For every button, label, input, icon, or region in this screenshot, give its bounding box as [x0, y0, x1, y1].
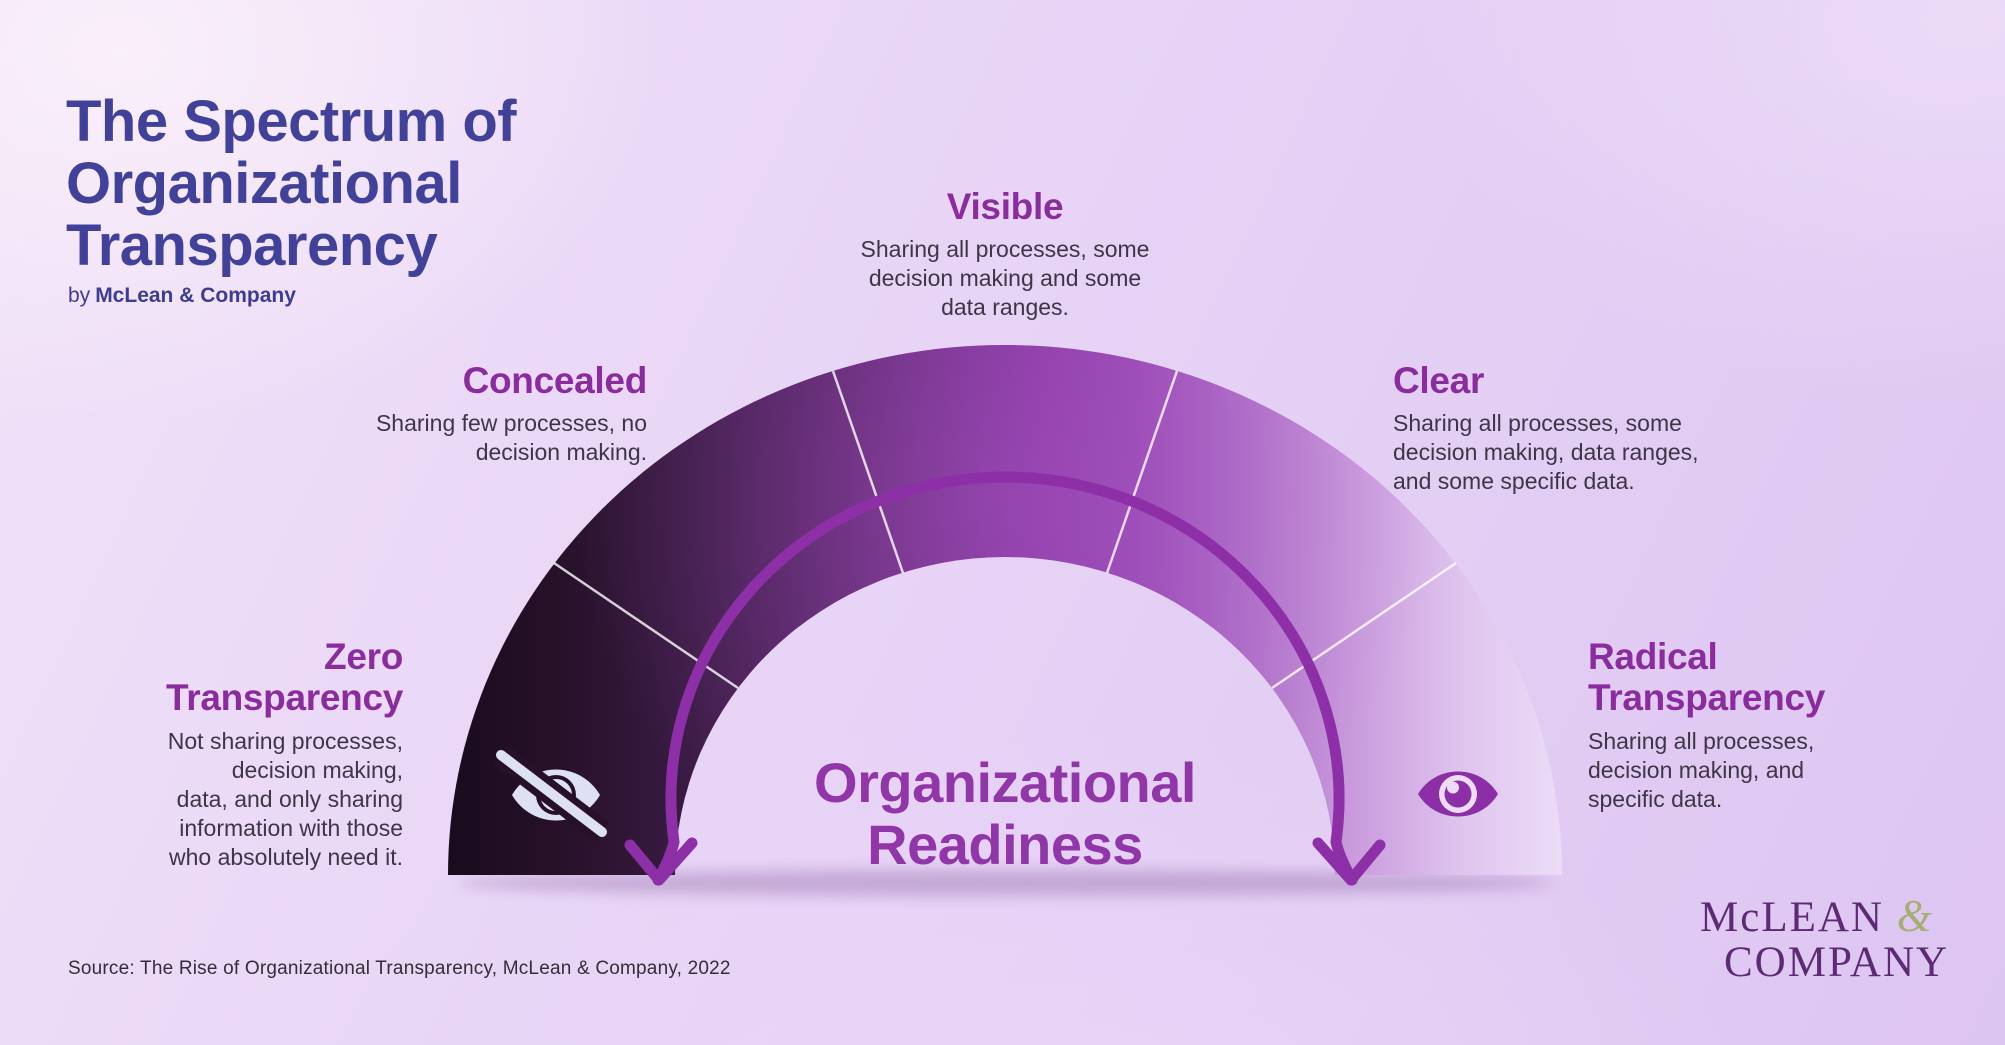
mclean-company-logo: McLEAN & COMPANY — [1700, 891, 1980, 986]
stage-clear-description: Sharing all processes, some decision mak… — [1393, 410, 1699, 495]
segment-divider — [1271, 561, 1457, 690]
gauge-ring-glow — [448, 345, 1562, 875]
logo-line1: McLEAN & — [1700, 891, 1980, 941]
gauge-shadow — [457, 870, 1553, 896]
stage-clear-label: Clear — [1393, 360, 1485, 401]
stage-radical-transparency-description: Sharing all processes, decision making, … — [1588, 727, 1815, 812]
byline-author: McLean & Company — [95, 284, 296, 307]
page-title: The Spectrum of Organizational Transpare… — [66, 88, 517, 278]
stage-concealed-label: Concealed — [462, 360, 648, 401]
stage-radical-transparency-label: Radical Transparency — [1588, 636, 1826, 719]
segment-dividers — [553, 370, 1457, 690]
stage-radical-transparency: Radical Transparency Sharing all process… — [1588, 636, 1918, 814]
eye-icon — [1418, 771, 1498, 817]
stage-visible: Visible Sharing all processes, some deci… — [845, 186, 1165, 322]
logo-name-company: COMPANY — [1724, 939, 1950, 986]
stage-concealed-description: Sharing few processes, no decision makin… — [375, 410, 647, 466]
stage-zero-transparency-label: Zero Transparency — [165, 636, 403, 719]
organizational-readiness-label: Organizational Readiness — [814, 751, 1196, 876]
segment-divider — [831, 370, 905, 574]
readiness-arrow-arc — [652, 471, 1358, 886]
stage-zero-transparency-description: Not sharing processes, decision making, … — [167, 727, 403, 870]
source-note: Source: The Rise of Organizational Trans… — [68, 958, 731, 979]
logo-ampersand: & — [1896, 891, 1934, 941]
arrow-head-left-icon — [624, 837, 698, 886]
segment-divider — [553, 561, 739, 690]
stage-clear: Clear Sharing all processes, some decisi… — [1393, 360, 1823, 496]
stage-zero-transparency: Zero Transparency Not sharing processes,… — [100, 636, 403, 872]
logo-name-mclean: McLEAN — [1700, 894, 1884, 941]
stage-concealed: Concealed Sharing few processes, no deci… — [277, 360, 647, 467]
arrow-head-right-icon — [1312, 837, 1386, 886]
stage-visible-description: Sharing all processes, some decision mak… — [860, 236, 1150, 321]
segment-divider — [1105, 370, 1179, 574]
byline-prefix: by — [68, 284, 91, 307]
eye-off-icon — [493, 745, 610, 842]
stage-visible-label: Visible — [946, 186, 1064, 227]
